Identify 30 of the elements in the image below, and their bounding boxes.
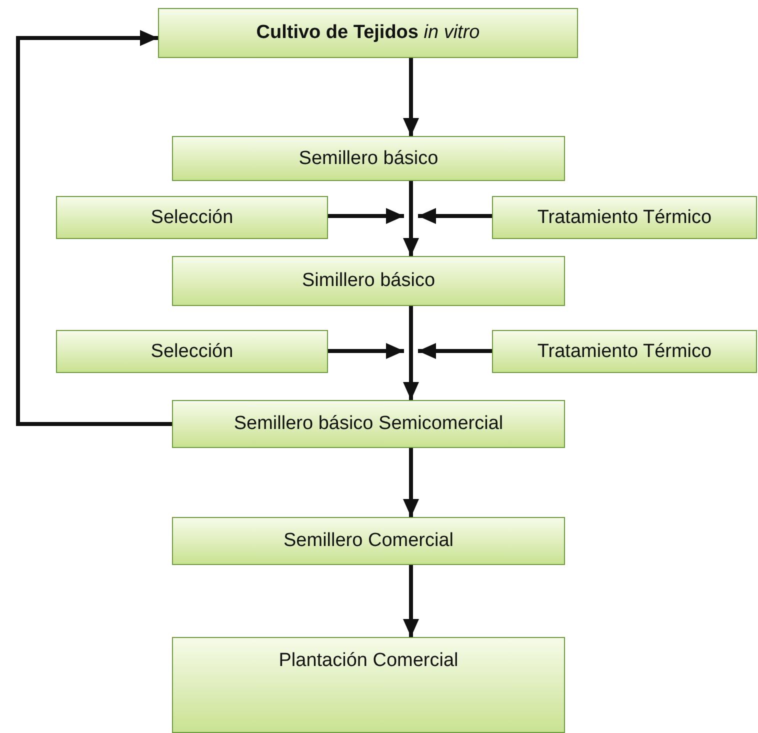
- process-box: [56, 196, 328, 239]
- arrow: [418, 343, 492, 359]
- process-box: [172, 136, 565, 181]
- arrow: [403, 58, 419, 136]
- process-box: [158, 8, 578, 58]
- process-box: [172, 256, 565, 306]
- arrow: [403, 448, 419, 517]
- box-label: Tratamiento Térmico: [537, 206, 712, 228]
- arrow: [328, 343, 404, 359]
- box-label: Semillero Comercial: [284, 530, 454, 552]
- process-box: [172, 400, 565, 448]
- arrow: [403, 565, 419, 637]
- arrow: [403, 306, 419, 400]
- process-box: [56, 330, 328, 373]
- box-label: Plantación Comercial: [278, 650, 458, 672]
- process-box: [492, 196, 757, 239]
- box-label: Simillero básico: [302, 270, 436, 292]
- box-label: Cultivo de Tejidos in vitro: [256, 22, 480, 44]
- box-label: Tratamiento Térmico: [537, 340, 712, 362]
- process-box: [172, 517, 565, 565]
- arrow: [328, 208, 404, 224]
- box-label: Selección: [150, 206, 234, 228]
- arrow: [403, 181, 419, 256]
- arrow: [16, 30, 172, 426]
- arrow: [418, 208, 492, 224]
- box-label: Selección: [150, 340, 234, 362]
- process-box: [492, 330, 757, 373]
- box-label: Semillero básico: [298, 148, 438, 170]
- box-label: Semillero básico Semicomercial: [234, 413, 504, 435]
- process-box: [172, 637, 565, 733]
